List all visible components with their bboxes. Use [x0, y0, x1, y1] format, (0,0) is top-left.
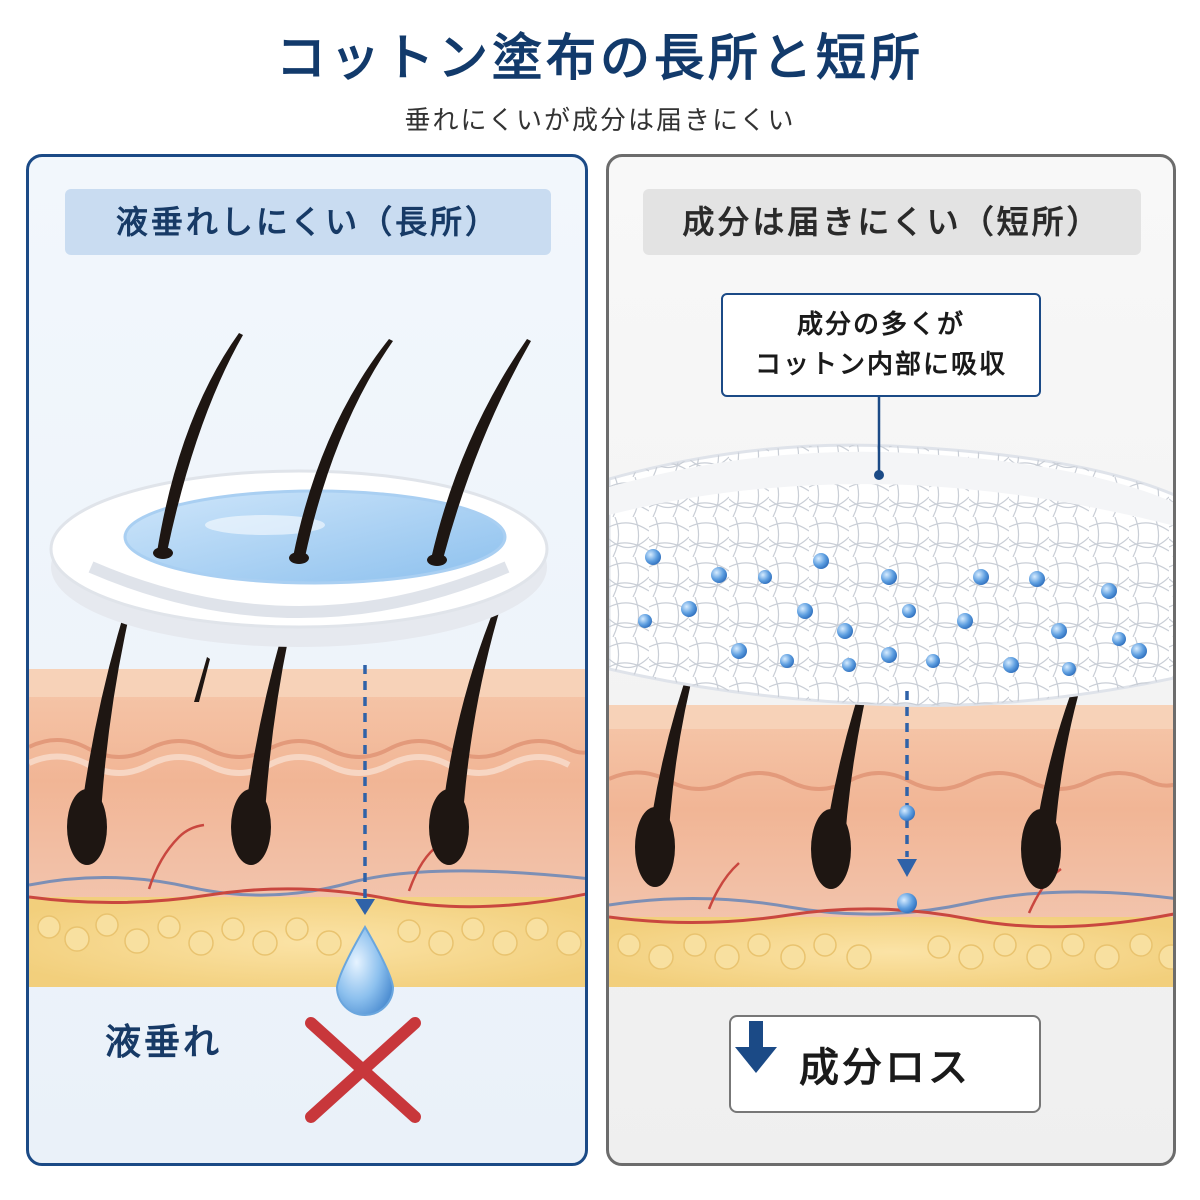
- hair-icon: [153, 333, 531, 566]
- skin-layers: [29, 669, 585, 987]
- down-arrow-icon: [897, 691, 917, 913]
- ingredient-dot-icon: [638, 549, 1147, 676]
- advantage-header: 液垂れしにくい（長所）: [65, 189, 551, 255]
- skin-cross-section-illustration: [29, 333, 585, 1123]
- advantage-panel: 液垂れしにくい（長所） 液垂れ: [26, 154, 588, 1166]
- page-title: コットン塗布の長所と短所: [276, 29, 924, 87]
- disadvantage-panel: 成分は届きにくい（短所） 成分の多くが コットン内部に吸収 成分ロス: [606, 154, 1176, 1166]
- ingredient-loss-box: 成分ロス: [729, 1015, 1041, 1113]
- drip-label: 液垂れ: [105, 1022, 223, 1063]
- hair-follicles: [635, 657, 1089, 889]
- page-subtitle: 垂れにくいが成分は届きにくい: [404, 106, 796, 136]
- arrow-down-icon: [355, 665, 375, 915]
- cross-icon: [305, 1017, 421, 1123]
- liquid-drop-icon: [335, 925, 395, 1016]
- callout-pointer: [874, 397, 884, 480]
- ingredient-loss-label: 成分ロス: [799, 1045, 971, 1091]
- callout-line-2: コットン内部に吸収: [754, 350, 1007, 380]
- cotton-absorption-illustration: [609, 397, 1173, 987]
- down-arrow-icon: [735, 1021, 777, 1073]
- skin-layers: [609, 705, 1173, 987]
- disadvantage-header: 成分は届きにくい（短所）: [643, 189, 1141, 255]
- hair-follicles: [67, 597, 503, 865]
- callout-line-1: 成分の多くが: [796, 310, 965, 340]
- absorption-callout: 成分の多くが コットン内部に吸収: [721, 293, 1041, 397]
